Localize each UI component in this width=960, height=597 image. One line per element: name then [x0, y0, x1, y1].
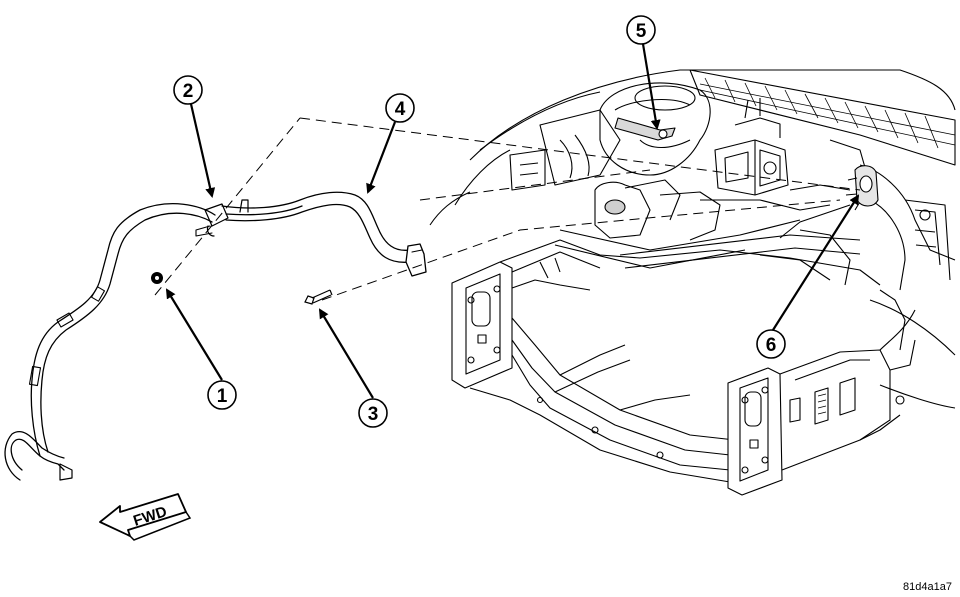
- callout-2: 2: [173, 75, 203, 105]
- callout-5: 5: [626, 15, 656, 45]
- leader-arrows: [165, 43, 860, 399]
- callout-4: 4: [385, 93, 415, 123]
- callout-1: 1: [207, 380, 237, 410]
- callout-1-label: 1: [217, 386, 228, 407]
- callout-2-label: 2: [183, 81, 194, 102]
- callout-4-label: 4: [395, 99, 406, 120]
- nut-item-1: [151, 272, 163, 284]
- bolt-item-3: [304, 289, 333, 305]
- fwd-arrow-icon: FWD: [99, 493, 192, 541]
- engine-compartment: [429, 69, 956, 496]
- callout-3-label: 3: [368, 404, 379, 425]
- assembly-lines: [154, 117, 861, 301]
- callout-5-label: 5: [636, 21, 647, 42]
- callout-6-label: 6: [766, 335, 777, 356]
- callout-3: 3: [358, 398, 388, 428]
- figure-id: 81d4a1a7: [903, 581, 952, 593]
- ac-line-assembly: [4, 191, 427, 481]
- callout-6: 6: [756, 329, 786, 359]
